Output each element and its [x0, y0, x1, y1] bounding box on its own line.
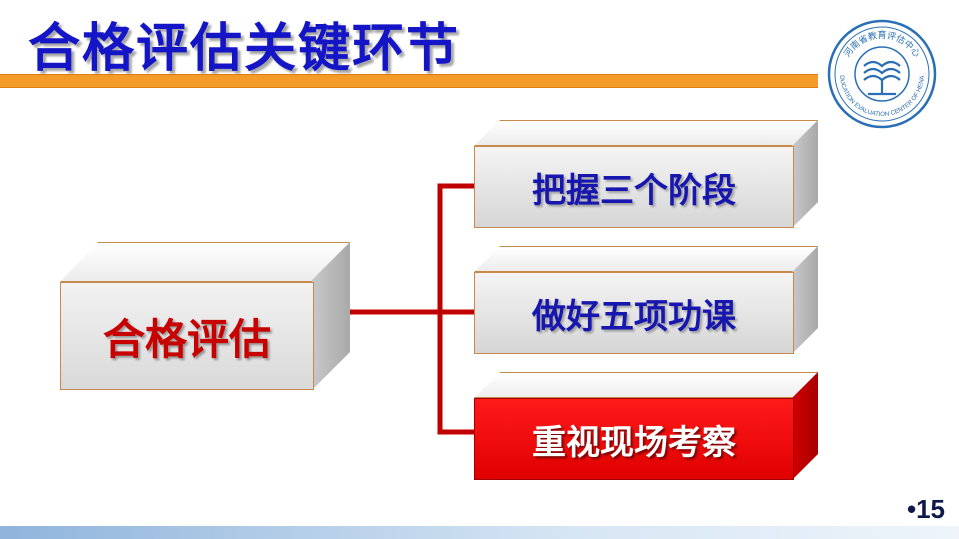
branch-node-label: 做好五项功课	[474, 272, 794, 354]
page-number: •15	[906, 494, 945, 524]
footer-gradient-bar	[0, 526, 959, 539]
root-node-label: 合格评估	[60, 282, 314, 390]
title-underline-bar	[0, 74, 818, 88]
slide-title: 合格评估关键环节	[28, 19, 461, 79]
education-evaluation-center-logo-icon: 河南省教育评估中心 EDUCATION EVALUATION CENTER OF…	[826, 18, 937, 129]
branch-node-label: 重视现场考察	[474, 398, 794, 480]
branch-node-label: 把握三个阶段	[474, 146, 794, 228]
